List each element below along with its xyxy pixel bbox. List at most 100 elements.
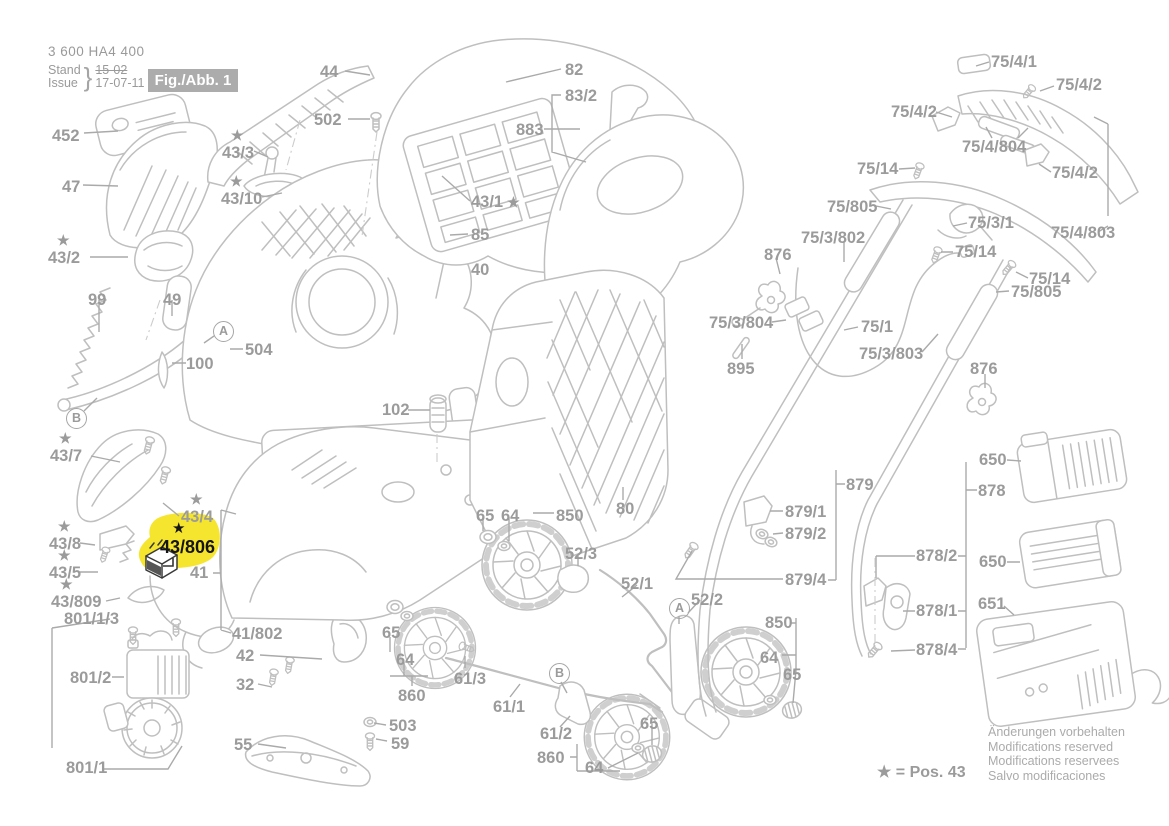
part-label-801-1: ★801/1★ — [66, 759, 108, 777]
part-label-43-2: ★43/2★ — [48, 232, 81, 267]
figure-label: Fig./Abb. 1 — [148, 69, 238, 92]
part-label-49: ★49★ — [163, 291, 182, 309]
star-icon: ★ — [59, 430, 72, 446]
star-icon: ★ — [58, 547, 71, 563]
handle-tubes-75-1-drawing — [697, 199, 1018, 717]
part-label-43-4: ★43/4★ — [181, 491, 214, 526]
upper-grip-bar-drawing — [869, 53, 1139, 283]
part-label-47: ★47★ — [62, 178, 81, 196]
part-label-879-2: ★879/2★ — [785, 525, 827, 543]
assembly-axis-lines — [145, 119, 876, 650]
part-label-801-2: ★801/2★ — [70, 669, 112, 687]
part-label-40: ★40★ — [471, 261, 490, 279]
part-label-876: ★876★ — [764, 246, 792, 264]
brace-glyph: } — [83, 61, 93, 92]
star-icon: ★ — [58, 518, 71, 534]
star-icon: ★ — [57, 232, 70, 248]
part-label-801-1-3: ★801/1/3★ — [64, 610, 120, 628]
part-label-75-14: ★75/14★ — [1029, 270, 1071, 288]
lower-handle-879-parts-drawing — [743, 495, 779, 550]
rotor-801-1-drawing — [103, 697, 183, 759]
view-marker-B: B — [66, 408, 87, 429]
battery-650-top-drawing — [1016, 428, 1128, 504]
part-label-64: ★64★ — [585, 759, 604, 777]
part-label-75-4-2: ★75/4/2★ — [1056, 76, 1102, 94]
part-label-504: ★504★ — [245, 341, 273, 359]
part-label-32: ★32★ — [236, 676, 255, 694]
disclaimer-line: Modifications reservees — [988, 754, 1120, 768]
part-label-59: ★59★ — [391, 735, 410, 753]
part-label-82: ★82★ — [565, 61, 584, 79]
highlighted-part-number: 43/806 — [160, 537, 216, 557]
part-label-85: ★85★ — [471, 226, 490, 244]
star-icon: ★ — [190, 491, 203, 507]
part-label-860: ★860★ — [537, 749, 565, 767]
link-100-drawing — [157, 351, 169, 389]
battery-650-bottom-drawing — [1018, 518, 1122, 589]
part-label-878-4: ★878/4★ — [916, 641, 958, 659]
star-icon: ★ — [507, 194, 520, 210]
part-label-65: ★65★ — [476, 507, 495, 525]
part-label-43-5: ★43/5★ — [49, 547, 82, 582]
bracket-43-2-drawing — [134, 230, 194, 282]
part-label-75-1: ★75/1★ — [861, 318, 894, 336]
star-legend: ★ = Pos. 43 — [877, 764, 966, 781]
part-label-99: ★99★ — [88, 291, 107, 309]
stand-value: 15-02 — [95, 63, 128, 77]
issue-label: Issue — [48, 76, 78, 90]
part-label-42: ★42★ — [236, 647, 255, 665]
part-label-75-4-804: ★75/4/804★ — [962, 138, 1027, 156]
part-label-75-4-2: ★75/4/2★ — [891, 103, 937, 121]
deck-shell-40-drawing — [219, 426, 526, 622]
part-label-75-4-2: ★75/4/2★ — [1052, 164, 1098, 182]
part-label-850: ★850★ — [556, 507, 584, 525]
part-label-43-8: ★43/8★ — [49, 518, 82, 553]
part-label-65: ★65★ — [783, 666, 802, 684]
part-label-650: ★650★ — [979, 553, 1007, 571]
part-label-879-4: ★879/4★ — [785, 571, 827, 589]
part-label-61-2: ★61/2★ — [540, 725, 573, 743]
part-label-879-1: ★879/1★ — [785, 503, 827, 521]
plug-102-drawing — [429, 394, 447, 433]
spring-99-drawing — [67, 287, 111, 389]
part-label-75-3-802: ★75/3/802★ — [801, 229, 866, 247]
part-label-850: ★850★ — [765, 614, 793, 632]
part-label-64: ★64★ — [396, 651, 415, 669]
part-label-43-3: ★43/3★ — [222, 127, 255, 162]
cover-43-7-drawing — [76, 429, 172, 523]
part-label-503: ★503★ — [389, 717, 417, 735]
part-label-43-7: ★43/7★ — [50, 430, 83, 465]
part-label-41-802: ★41/802★ — [232, 625, 283, 643]
star-icon: ★ — [230, 173, 243, 189]
blade-carrier-42-drawing — [330, 612, 367, 663]
disclaimer-line: Änderungen vorbehalten — [988, 725, 1125, 739]
view-marker-A: A — [213, 321, 234, 342]
part-label-83-2: ★83/2★ — [565, 87, 598, 105]
view-marker-A: A — [669, 598, 690, 619]
part-label-878-1: ★878/1★ — [916, 602, 958, 620]
cable-harness-drawing — [149, 575, 277, 669]
part-label-52-1: ★52/1★ — [621, 575, 654, 593]
part-label-43-10: ★43/10★ — [221, 173, 263, 208]
motor-hood-47-drawing — [105, 121, 218, 249]
part-label-43-809: ★43/809★ — [51, 576, 102, 611]
part-label-61-1: ★61/1★ — [493, 698, 526, 716]
star-icon: ★ — [231, 127, 244, 143]
title-block: 3 600 HA4 400 Stand Issue } 15-02 17-07-… — [48, 44, 145, 90]
leader-lines — [51, 61, 1109, 772]
part-label-65: ★65★ — [640, 715, 659, 733]
part-label-44: ★44★ — [320, 63, 339, 81]
part-label-75-14: ★75/14★ — [857, 160, 899, 178]
part-label-64: ★64★ — [501, 507, 520, 525]
disclaimer-block: Änderungen vorbehalten Modifications res… — [988, 725, 1125, 783]
view-marker-B: B — [549, 663, 570, 684]
cable-clip-876-right-drawing — [966, 382, 997, 416]
highlight-connector-line — [163, 558, 174, 567]
star-icon: ★ — [60, 576, 73, 592]
clamp-75-3-804-drawing — [784, 296, 824, 332]
part-label-41: ★41★ — [190, 564, 209, 582]
part-label-75-805: ★75/805★ — [1011, 283, 1062, 301]
cable-75-3-802-drawing — [795, 229, 976, 378]
